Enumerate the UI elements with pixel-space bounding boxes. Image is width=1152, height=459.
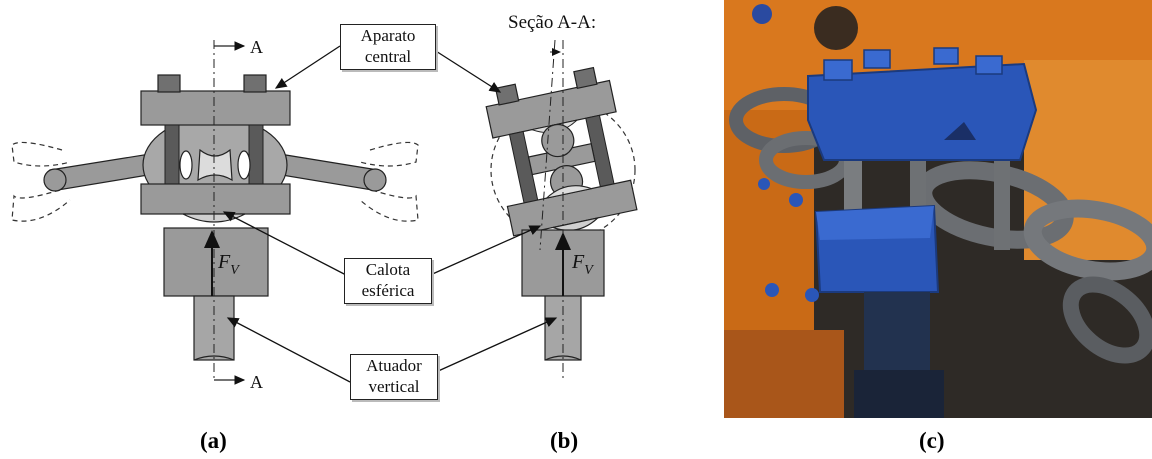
caption-c: (c)	[919, 428, 945, 453]
diagram-b	[485, 39, 638, 382]
caption-a: (a)	[200, 428, 227, 453]
callout-atuador-vertical: Atuador vertical	[350, 354, 438, 400]
section-title: Seção A-A:	[508, 12, 596, 33]
callout-calota-esferica: Calota esférica	[344, 258, 432, 304]
callout-aparato-line1: Aparato	[360, 26, 416, 45]
section-marker-top: A	[250, 37, 263, 57]
mechanical-diagram: A A Seção A-A: FV FV	[11, 12, 638, 392]
force-label-b: FV	[571, 251, 594, 278]
force-label-a: FV	[217, 251, 240, 278]
callout-aparato-central: Aparato central	[340, 24, 436, 70]
caption-b: (b)	[550, 428, 579, 453]
diagram-a	[11, 40, 419, 385]
section-marker-bottom: A	[250, 372, 263, 392]
callout-calota-line1: Calota	[365, 260, 411, 279]
photo-chain-test-rig	[724, 0, 1152, 418]
callout-atuador-line1: Atuador	[366, 356, 422, 375]
callout-aparato-line2: central	[364, 47, 412, 66]
callout-atuador-line2: vertical	[368, 377, 420, 396]
photo-illustration	[724, 0, 1152, 418]
callout-calota-line2: esférica	[361, 281, 415, 300]
leader-arrows	[222, 45, 558, 383]
